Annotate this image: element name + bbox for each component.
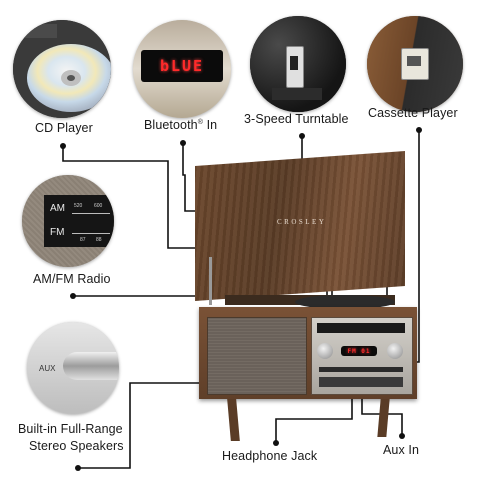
- label-bluetooth: Bluetooth® In: [144, 118, 217, 132]
- label-speakers-2: Stereo Speakers: [29, 439, 124, 453]
- radio-dial: AM 520 600 FM 87 88: [44, 195, 114, 247]
- aux-plug-icon: [63, 352, 119, 380]
- label-speakers-1: Built-in Full-Range: [18, 422, 123, 436]
- label-cassette: Cassette Player: [368, 106, 458, 120]
- label-cd-player: CD Player: [35, 121, 93, 135]
- speaker-grille: [207, 317, 307, 395]
- stereo-console: CROSLEY FM 01: [195, 145, 425, 445]
- am-label: AM: [50, 203, 65, 214]
- label-aux: Aux In: [383, 443, 420, 457]
- label-turntable: 3-Speed Turntable: [244, 112, 349, 126]
- radio-dial-strip: [317, 323, 405, 333]
- label-bluetooth-suffix: In: [203, 118, 218, 132]
- radio-callout: AM 520 600 FM 87 88: [22, 175, 114, 267]
- fm-scale-2: 88: [96, 237, 102, 243]
- cd-player-callout: [13, 20, 111, 118]
- turntable-platter: [295, 295, 395, 309]
- turntable-callout: [250, 16, 346, 112]
- fm-scale-1: 87: [80, 237, 86, 243]
- label-bluetooth-mark: ®: [197, 118, 203, 126]
- cd-disc-image: [13, 20, 111, 118]
- lid: [195, 151, 405, 301]
- leg-right: [377, 399, 390, 437]
- headphone-dot: [273, 440, 279, 446]
- cassette-dot: [416, 127, 422, 133]
- radio-dot: [70, 293, 76, 299]
- cassette-callout: [367, 16, 463, 112]
- aux-label: AUX: [39, 364, 56, 373]
- fm-label: FM: [50, 227, 65, 238]
- left-knob: [317, 343, 333, 359]
- cd-dot: [60, 143, 66, 149]
- label-bluetooth-text: Bluetooth: [144, 118, 198, 132]
- cd-tray: [319, 367, 403, 372]
- aux-dot: [399, 433, 405, 439]
- bluetooth-display: bLUE: [141, 50, 223, 82]
- label-headphone: Headphone Jack: [222, 449, 318, 463]
- turntable-dot: [299, 133, 305, 139]
- am-scale-1: 520: [74, 203, 83, 209]
- bluetooth-callout: bLUE: [133, 20, 231, 118]
- right-knob: [387, 343, 403, 359]
- aux-callout: AUX: [27, 322, 119, 414]
- speakers-dot: [75, 465, 81, 471]
- cassette-deck: [319, 377, 403, 387]
- panel-display: FM 01: [341, 346, 377, 356]
- am-scale-2: 600: [94, 203, 103, 209]
- label-radio: AM/FM Radio: [33, 272, 111, 286]
- bluetooth-dot: [180, 140, 186, 146]
- leg-left: [227, 399, 240, 441]
- brand-logo: CROSLEY: [277, 218, 327, 226]
